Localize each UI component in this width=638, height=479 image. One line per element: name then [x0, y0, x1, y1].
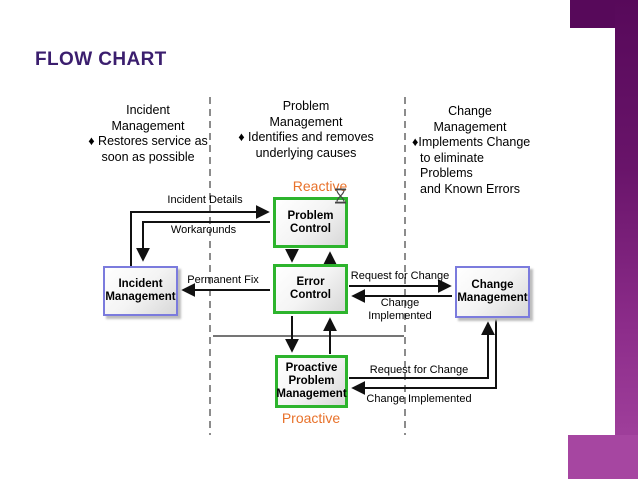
column-header-problem-management: Problem Management ♦ Identifies and remo…: [238, 99, 374, 161]
lane-divider-right: [404, 97, 406, 435]
node-label-line: Problem: [287, 209, 334, 222]
node-label-line: Control: [290, 222, 331, 235]
edge-label-change-implemented-bottom: Change Implemented: [366, 393, 472, 405]
column-bullet-line: underlying causes: [255, 145, 357, 160]
arrow-change-implemented-bottom: [351, 319, 497, 395]
node-incident-management: Incident Management: [103, 266, 178, 316]
node-label-line: Management: [457, 292, 528, 304]
node-proactive-problem-management: Proactive Problem Management: [275, 355, 348, 408]
column-title-line: Incident: [126, 103, 170, 117]
page-title: FLOW CHART: [35, 49, 167, 70]
decor-right-strip: [615, 0, 638, 479]
node-label-line: Problem: [288, 375, 335, 387]
node-problem-control: Problem Control: [273, 197, 348, 248]
edge-label-workarounds: Workarounds: [170, 224, 237, 236]
reactive-proactive-divider: [213, 335, 404, 337]
node-label-line: Control: [290, 289, 331, 301]
edge-label-change-implemented-top: Change Implemented: [368, 297, 432, 322]
column-bullet-line: ♦ Identifies and removes: [238, 130, 374, 144]
zone-label-proactive: Proactive: [281, 410, 341, 426]
hourglass-icon: [335, 188, 346, 204]
zone-label-reactive: Reactive: [292, 178, 348, 194]
column-header-incident-management: Incident Management ♦ Restores service a…: [84, 103, 212, 165]
node-change-management: Change Management: [455, 266, 530, 318]
decor-bottom-right-bar: [568, 435, 638, 479]
edge-label-request-for-change-bottom: Request for Change: [369, 364, 469, 376]
column-bullet-line: ♦ Restores service as: [88, 134, 208, 148]
column-bullet-line: soon as possible: [101, 149, 195, 164]
arrow-incident-details: [130, 205, 270, 266]
column-bullet-line: and Known Errors: [420, 181, 521, 196]
node-label-line: Management: [105, 291, 176, 303]
node-label-line: Error: [296, 276, 325, 288]
column-bullet-line: to eliminate Problems: [420, 150, 484, 181]
column-title-line: Change: [448, 104, 492, 118]
column-title-line: Management: [111, 118, 185, 133]
edge-label-incident-details: Incident Details: [167, 194, 243, 206]
column-header-change-management: Change Management ♦Implements Change to …: [406, 104, 534, 197]
node-label-line: Management: [276, 388, 347, 400]
column-title-line: Management: [433, 119, 507, 134]
node-error-control: Error Control: [273, 264, 348, 314]
node-label-line: Proactive: [285, 362, 338, 374]
edge-label-request-for-change-top: Request for Change: [350, 270, 450, 282]
edge-label-permanent-fix: Permanent Fix: [187, 274, 259, 286]
column-title-line: Management: [269, 114, 343, 129]
lane-divider-left: [209, 97, 211, 435]
node-label-line: Change: [471, 279, 514, 291]
column-bullet-line: ♦Implements Change: [412, 135, 531, 149]
column-title-line: Problem: [282, 99, 330, 113]
node-label-line: Incident: [118, 278, 163, 290]
